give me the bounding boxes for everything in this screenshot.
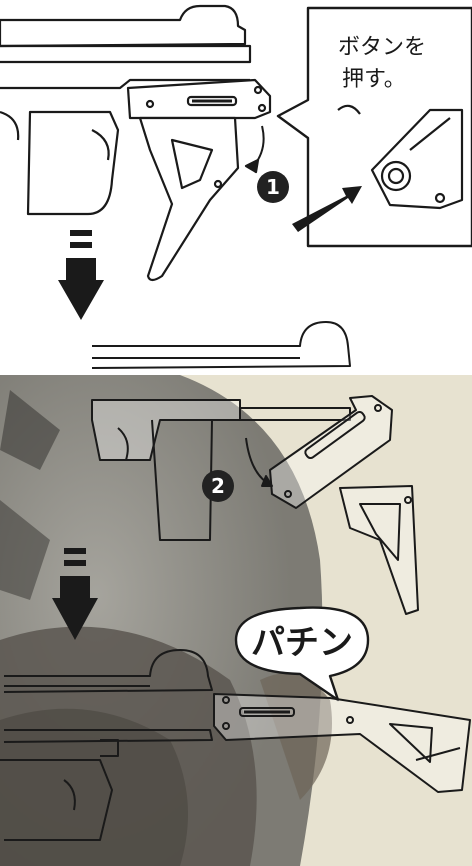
step2-badge: 2 [202, 470, 234, 502]
step1-number: 1 [266, 175, 280, 199]
step2-number: 2 [211, 474, 225, 498]
step1-illustration [0, 6, 270, 280]
button-callout-box: ボタンを 押す。 [278, 8, 472, 246]
callout-text-line2: 押す。 [342, 67, 406, 92]
callout-text-line1: ボタンを [338, 35, 426, 60]
down-arrow-icon [58, 230, 104, 320]
step1-badge: 1 [257, 171, 289, 203]
sound-effect-text: パチン [251, 623, 353, 663]
